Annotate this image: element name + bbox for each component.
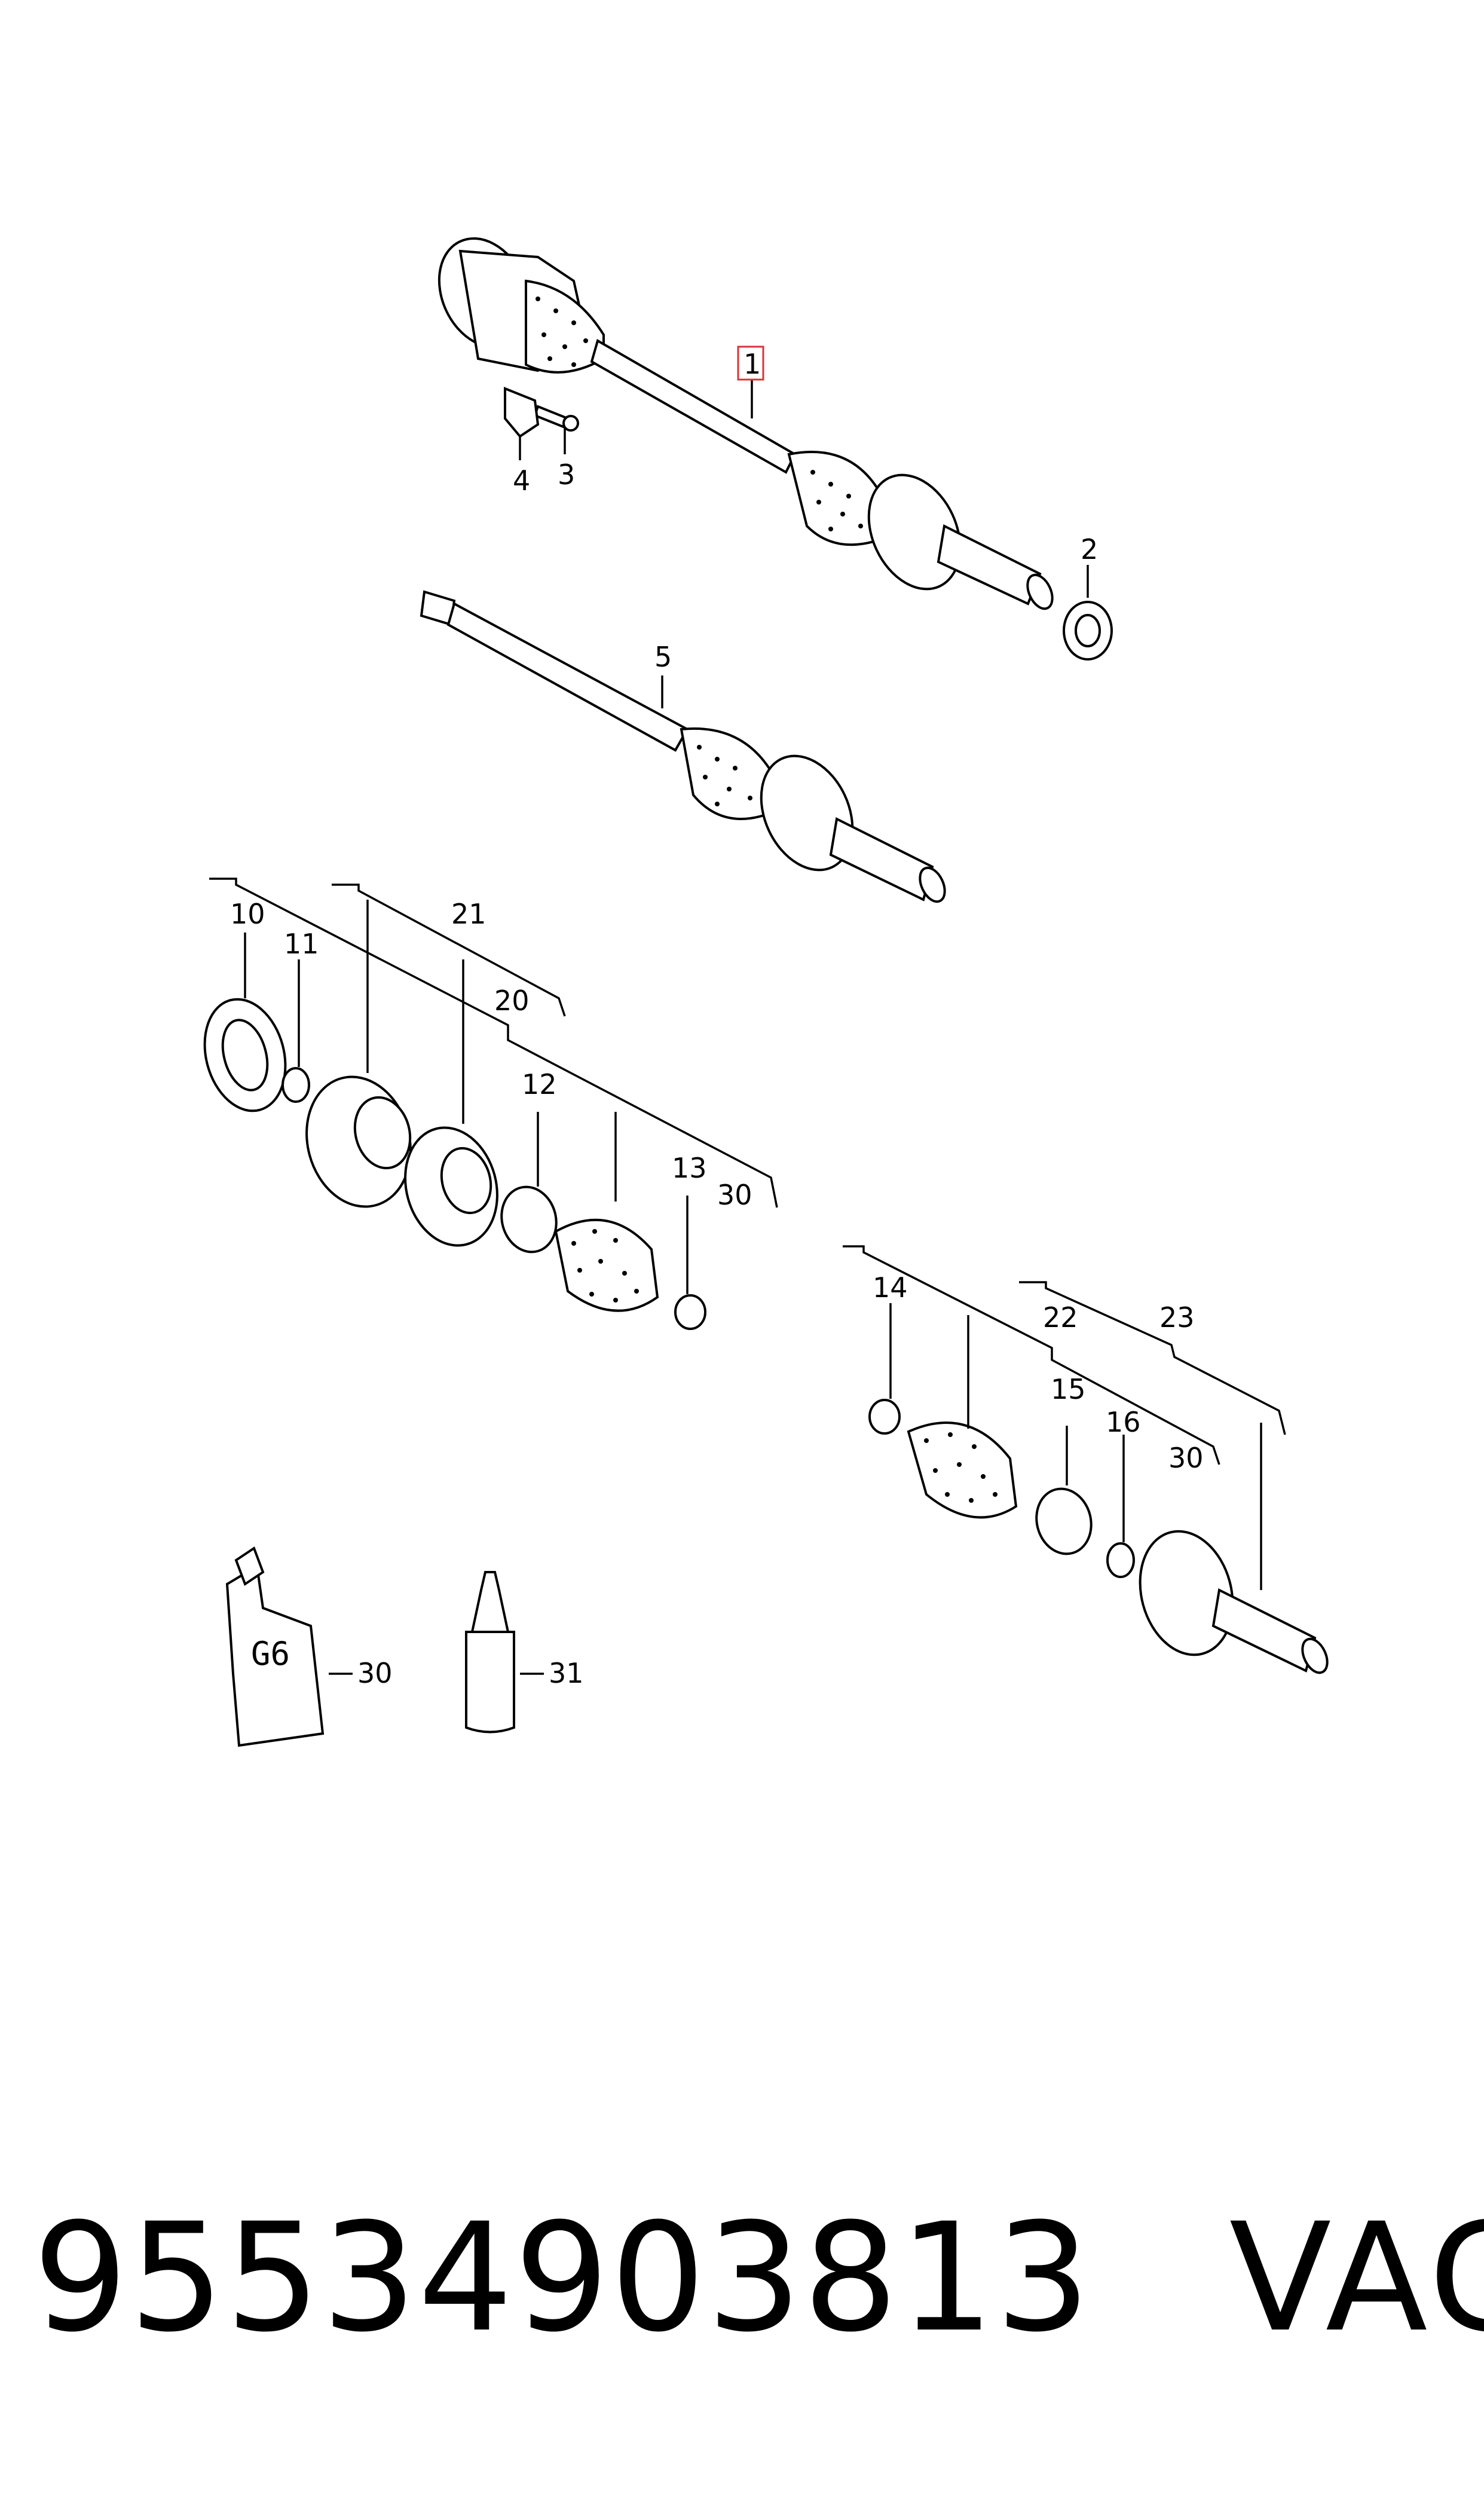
axle-nut (1063, 601, 1113, 661)
drive-shaft-bare (420, 590, 946, 903)
circlip-outer (1106, 1542, 1135, 1578)
plate (504, 387, 540, 438)
callout-2: 2 (1081, 533, 1098, 565)
inner-joint-kit (203, 878, 778, 1330)
callout-30-grease: 30 (357, 1657, 393, 1689)
outer-joint (1139, 1530, 1329, 1674)
large-clamp (500, 1185, 558, 1254)
callout-15: 15 (1051, 1373, 1086, 1405)
callout-3: 3 (558, 458, 575, 491)
callout-20: 20 (494, 985, 530, 1017)
callout-30-inner: 30 (717, 1179, 752, 1211)
bolt (533, 405, 579, 432)
callout-21: 21 (451, 898, 486, 930)
callout-13: 13 (672, 1152, 707, 1184)
callout-31: 31 (549, 1657, 584, 1689)
callout-22: 22 (1043, 1301, 1078, 1334)
drive-shaft-assembly (437, 237, 1113, 661)
grease-tube (225, 1546, 353, 1747)
joint-housing (404, 1126, 498, 1247)
callout-12: 12 (522, 1068, 557, 1100)
callout-16: 16 (1106, 1406, 1141, 1438)
joint-cover (203, 998, 287, 1112)
callout-4: 4 (513, 464, 530, 497)
callout-30-outer: 30 (1168, 1442, 1204, 1474)
part-number: 95534903813 (33, 2190, 1092, 2365)
callout-10: 10 (230, 898, 265, 930)
callout-11: 11 (284, 928, 319, 960)
sealant-bottle (465, 1571, 544, 1734)
small-clamp-outer (868, 1399, 901, 1435)
outer-joint-kit (843, 1245, 1329, 1674)
callout-23: 23 (1159, 1301, 1195, 1334)
footer: 95534903813 VAG (33, 2191, 1484, 2365)
joint-hub (305, 1075, 412, 1208)
callout-14: 14 (873, 1271, 908, 1304)
circlip (281, 1067, 310, 1103)
callout-5: 5 (654, 641, 672, 673)
brand-name: VAG (1229, 2190, 1484, 2365)
tube-marking: G6 (251, 1635, 290, 1673)
callout-1: 1 (743, 348, 761, 380)
large-clamp-outer (1035, 1487, 1093, 1555)
small-clamp (674, 1294, 706, 1330)
callout-1-highlight (737, 346, 764, 381)
